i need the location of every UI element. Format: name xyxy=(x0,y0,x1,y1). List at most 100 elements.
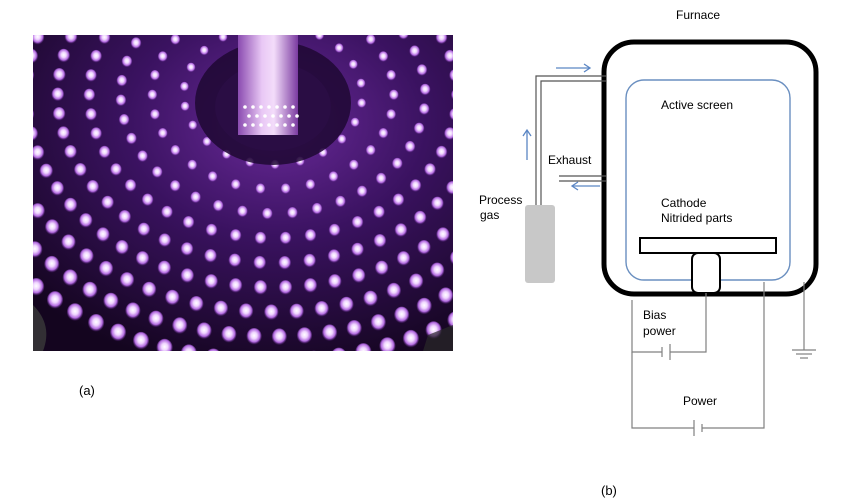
glowing-hole xyxy=(417,240,431,255)
glowing-hole xyxy=(379,337,396,351)
central-tube xyxy=(238,35,298,135)
glowing-hole xyxy=(130,37,142,50)
glowing-hole xyxy=(79,248,94,265)
glowing-hole xyxy=(451,90,453,100)
glowing-hole xyxy=(303,278,318,293)
glowing-hole xyxy=(327,249,341,264)
glowing-hole xyxy=(264,304,279,321)
glowing-hole xyxy=(33,145,45,161)
glowing-hole xyxy=(328,223,341,237)
cathode-label: Cathode xyxy=(661,196,707,210)
bias-power-label: power xyxy=(643,324,676,338)
glowing-hole xyxy=(409,179,422,193)
glowing-hole xyxy=(115,240,129,255)
glowing-hole xyxy=(221,326,237,343)
glowing-hole xyxy=(61,234,76,251)
glowing-hole xyxy=(189,296,204,312)
glowing-hole xyxy=(63,197,78,213)
glowing-hole xyxy=(328,171,339,183)
glowing-hole xyxy=(39,163,53,179)
exhaust-tube xyxy=(559,175,606,182)
tube-hole xyxy=(263,114,267,118)
panel-b-caption: (b) xyxy=(601,483,617,498)
exhaust-label: Exhaust xyxy=(548,153,592,167)
glowing-hole xyxy=(408,273,424,290)
glowing-holes-pattern xyxy=(33,35,453,351)
glowing-hole xyxy=(157,128,168,139)
glowing-hole xyxy=(409,45,420,58)
glowing-hole xyxy=(278,256,291,270)
glowing-hole xyxy=(253,280,268,295)
glowing-hole xyxy=(90,49,102,63)
glowing-hole xyxy=(435,35,448,45)
gas-inlet-tube xyxy=(535,75,606,205)
tube-hole xyxy=(251,105,255,109)
glowing-hole xyxy=(392,157,403,170)
glowing-hole xyxy=(207,348,220,351)
glowing-hole xyxy=(64,145,77,159)
glowing-hole xyxy=(46,291,64,309)
glowing-hole xyxy=(180,242,194,256)
glowing-hole xyxy=(150,70,160,81)
glowing-hole xyxy=(119,272,135,288)
glowing-hole xyxy=(365,145,376,156)
glowing-hole xyxy=(363,290,378,307)
glowing-hole xyxy=(447,311,453,329)
glowing-hole xyxy=(350,117,360,128)
glowing-hole xyxy=(356,185,368,198)
glowing-hole xyxy=(228,278,243,293)
active-screen-photo xyxy=(33,35,453,351)
glowing-hole xyxy=(148,310,164,328)
process-label: Process xyxy=(479,193,523,207)
glowing-hole xyxy=(182,216,195,229)
glowing-hole xyxy=(351,242,364,257)
glowing-hole xyxy=(355,343,372,351)
glowing-hole xyxy=(196,322,212,340)
glowing-hole xyxy=(435,145,448,159)
tube-hole xyxy=(267,105,271,109)
glowing-hole xyxy=(188,120,198,131)
glowing-hole xyxy=(351,216,364,229)
glowing-hole xyxy=(132,331,150,350)
glowing-hole xyxy=(413,122,425,135)
glowing-hole xyxy=(33,278,45,296)
glowing-hole xyxy=(45,219,60,236)
tube-hole xyxy=(283,105,287,109)
glowing-hole xyxy=(161,205,173,219)
glowing-hole xyxy=(90,127,102,141)
glowing-hole xyxy=(237,205,248,218)
glowing-hole xyxy=(33,110,35,119)
tube-hole xyxy=(243,105,247,109)
glowing-hole xyxy=(335,195,346,208)
glowing-hole xyxy=(98,35,111,45)
glowing-hole xyxy=(151,166,163,179)
glowing-hole xyxy=(375,172,387,185)
glowing-hole xyxy=(230,179,241,191)
glowing-hole xyxy=(254,231,267,245)
glowing-hole xyxy=(83,88,96,102)
glowing-hole xyxy=(296,327,313,344)
glowing-hole xyxy=(33,35,45,45)
glowing-hole xyxy=(279,231,292,245)
glowing-hole xyxy=(278,280,293,295)
glowing-hole xyxy=(280,183,291,195)
glowing-hole xyxy=(375,260,389,276)
glowing-hole xyxy=(172,317,188,335)
glowing-hole xyxy=(348,59,358,70)
tube-hole xyxy=(251,123,255,127)
glowing-hole xyxy=(180,101,190,112)
panel-a-caption: (a) xyxy=(79,383,95,398)
glowing-hole xyxy=(150,109,160,120)
glowing-hole xyxy=(170,145,181,156)
glowing-hole xyxy=(180,268,194,284)
glowing-hole xyxy=(449,69,453,82)
ground-symbol xyxy=(792,282,816,359)
glowing-hole xyxy=(378,51,389,62)
glowing-hole xyxy=(180,344,197,351)
glowing-hole xyxy=(110,163,122,177)
glowing-hole xyxy=(430,262,445,279)
tube-hole xyxy=(271,114,275,118)
glowing-hole xyxy=(137,150,148,163)
glowing-hole xyxy=(103,292,119,310)
glowing-hole xyxy=(165,289,180,306)
